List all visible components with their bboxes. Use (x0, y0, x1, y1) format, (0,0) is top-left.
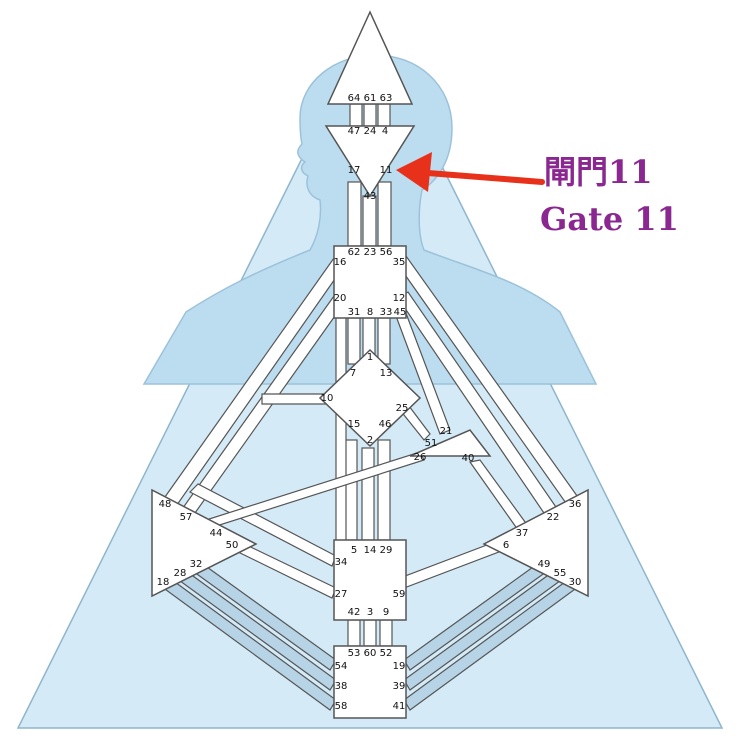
sacral-center (333, 539, 407, 621)
gate-labels: 64 61 63 47 24 4 17 11 43 62 23 56 16 35… (157, 93, 582, 712)
g-center (318, 348, 422, 448)
gate-label-5: 5 (351, 545, 357, 556)
gate-label-42: 42 (348, 607, 361, 618)
channel-43-23 (362, 195, 377, 247)
gate-label-63: 63 (380, 93, 393, 104)
gate-label-16: 16 (334, 257, 347, 268)
gate-label-30: 30 (569, 577, 582, 588)
gate-label-20: 20 (334, 293, 347, 304)
gate-label-28: 28 (174, 568, 187, 579)
spleen-center (151, 488, 258, 598)
throat-center (333, 245, 407, 319)
gate-label-34: 34 (335, 557, 348, 568)
gate-label-27: 27 (335, 589, 348, 600)
gate-label-50: 50 (226, 540, 239, 551)
gate-label-31: 31 (348, 307, 361, 318)
gate-label-6: 6 (503, 540, 509, 551)
gate-label-44: 44 (210, 528, 223, 539)
gate-label-19: 19 (393, 661, 406, 672)
channel-61-24 (363, 103, 377, 127)
gate-label-52: 52 (380, 648, 393, 659)
gate-label-35: 35 (393, 257, 406, 268)
gate-label-39: 39 (393, 681, 406, 692)
gate-label-54: 54 (335, 661, 348, 672)
gate-label-60: 60 (364, 648, 377, 659)
channel-2-14 (361, 447, 375, 541)
channel-63-4 (377, 103, 391, 127)
gate-label-11: 11 (380, 165, 393, 176)
gate-label-4: 4 (382, 126, 388, 137)
gate-label-56: 56 (380, 247, 393, 258)
root-center (333, 645, 407, 719)
head-center (326, 10, 414, 105)
gate-label-64: 64 (348, 93, 361, 104)
channel-42-53 (347, 619, 361, 647)
gate-label-33: 33 (380, 307, 393, 318)
gate-label-10: 10 (321, 393, 334, 404)
channel-20-34 (335, 299, 347, 549)
ajna-center (324, 125, 416, 198)
gate-label-23: 23 (364, 247, 377, 258)
centers (151, 10, 589, 719)
gate-label-25: 25 (396, 403, 409, 414)
pointer-arrow-head (396, 152, 432, 192)
gate-label-2: 2 (367, 435, 373, 446)
gate-label-32: 32 (190, 559, 203, 570)
gate-label-53: 53 (348, 648, 361, 659)
gate-label-37: 37 (516, 528, 529, 539)
gate-label-45: 45 (394, 307, 407, 318)
gate-label-48: 48 (159, 499, 172, 510)
gate-label-43: 43 (364, 191, 377, 202)
gate-label-62: 62 (348, 247, 361, 258)
gate-label-47: 47 (348, 126, 361, 137)
gate-label-22: 22 (547, 512, 560, 523)
gate-label-29: 29 (380, 545, 393, 556)
callout-english: Gate 11 (540, 200, 679, 238)
gate-label-61: 61 (364, 93, 377, 104)
gate-label-36: 36 (569, 499, 582, 510)
gate-label-21: 21 (440, 426, 453, 437)
channel-46-29 (377, 439, 391, 541)
callout-chinese: 閘門11 (544, 153, 653, 191)
gate-label-55: 55 (554, 568, 567, 579)
gate-label-38: 38 (335, 681, 348, 692)
channel-9-52 (379, 619, 393, 647)
gate-label-49: 49 (538, 559, 551, 570)
gate-label-24: 24 (364, 126, 377, 137)
gate-label-57: 57 (180, 512, 193, 523)
solar-plexus-center (482, 488, 589, 598)
pointer-arrow-shaft (425, 170, 545, 185)
gate-label-9: 9 (383, 607, 389, 618)
channel-3-60 (363, 619, 377, 647)
gate-label-51: 51 (425, 438, 438, 449)
gate-label-1: 1 (367, 352, 373, 363)
gate-label-3: 3 (367, 607, 373, 618)
gate-label-7: 7 (350, 368, 356, 379)
gate-label-46: 46 (379, 419, 392, 430)
channel-33-13 (377, 317, 391, 365)
channel-11-56 (377, 181, 392, 247)
channel-64-47 (349, 103, 363, 127)
gate-label-58: 58 (335, 701, 348, 712)
gate-label-15: 15 (348, 419, 361, 430)
heart-center (409, 429, 492, 457)
gate-label-41: 41 (393, 701, 406, 712)
gate-label-13: 13 (380, 368, 393, 379)
gate-label-14: 14 (364, 545, 377, 556)
gate-label-40: 40 (462, 453, 475, 464)
gate-label-59: 59 (393, 589, 406, 600)
gate-label-26: 26 (414, 452, 427, 463)
gate-label-18: 18 (157, 577, 170, 588)
gate-label-12: 12 (393, 293, 406, 304)
gate-label-8: 8 (367, 307, 373, 318)
channel-15-5 (344, 439, 358, 541)
channel-17-62 (347, 181, 362, 247)
channels (157, 103, 583, 711)
gate-label-17: 17 (348, 165, 361, 176)
pointer-arrow (396, 152, 545, 192)
channel-31-7 (347, 317, 361, 365)
